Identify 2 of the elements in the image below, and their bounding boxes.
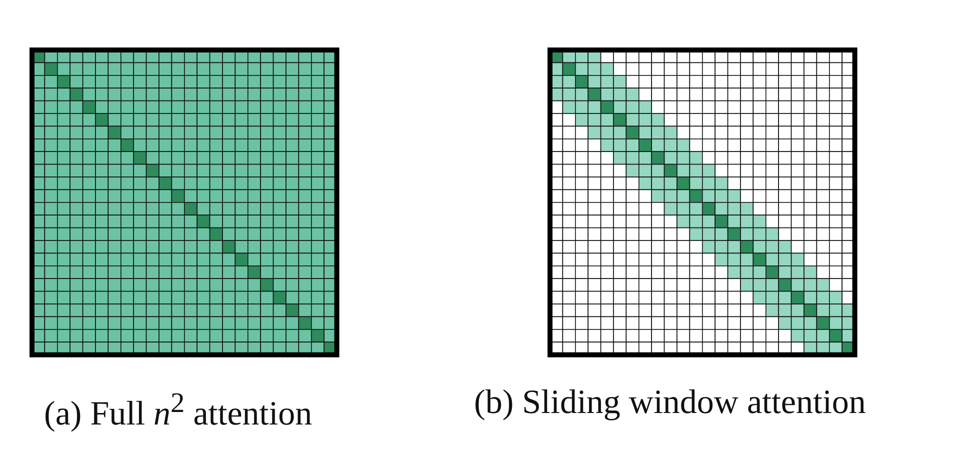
figure-caption: (b) Sliding window attention — [474, 384, 866, 422]
figure-caption: (a) Full n$^{2}$ attention — [44, 388, 312, 434]
